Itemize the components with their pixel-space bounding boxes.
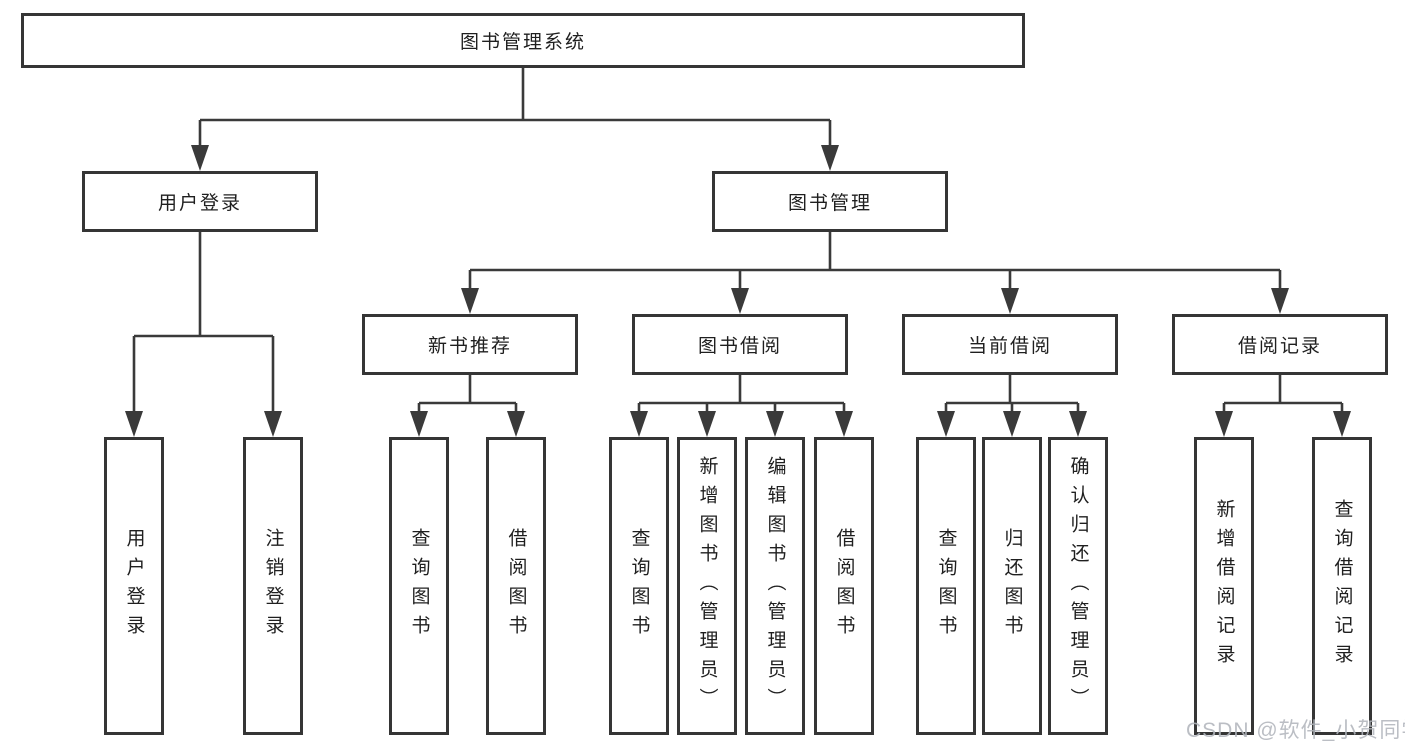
node-book-borrow: 图书借阅	[632, 314, 848, 375]
connector-book-mgmt-to-level3	[461, 232, 1289, 314]
connector-root-to-level2	[191, 68, 839, 171]
leaf-label: 查询图书	[935, 528, 957, 644]
leaf-records-add-record: 新增借阅记录	[1194, 437, 1254, 735]
node-borrow-records: 借阅记录	[1172, 314, 1388, 375]
connector-borrow-records-to-leaves	[1215, 375, 1351, 437]
node-user-login: 用户登录	[82, 171, 318, 232]
leaf-borrow-edit-book-admin: 编辑图书（管理员）	[745, 437, 805, 735]
leaf-label: 借阅图书	[505, 528, 527, 644]
leaf-current-query-book: 查询图书	[916, 437, 976, 735]
leaf-records-query-record: 查询借阅记录	[1312, 437, 1372, 735]
leaf-current-confirm-return-admin: 确认归还（管理员）	[1048, 437, 1108, 735]
leaf-borrow-query-book: 查询图书	[609, 437, 669, 735]
leaf-recommend-query-book: 查询图书	[389, 437, 449, 735]
leaf-label: 新增图书（管理员）	[696, 455, 718, 717]
leaf-label: 新增借阅记录	[1213, 499, 1235, 673]
leaf-borrow-borrow-book: 借阅图书	[814, 437, 874, 735]
connector-new-book-to-leaves	[410, 375, 525, 437]
leaf-label: 归还图书	[1001, 528, 1023, 644]
leaf-label: 查询图书	[408, 528, 430, 644]
connector-current-borrow-to-leaves	[937, 375, 1087, 437]
leaf-label: 查询借阅记录	[1331, 499, 1353, 673]
leaf-label: 用户登录	[123, 528, 145, 644]
node-current-borrow: 当前借阅	[902, 314, 1118, 375]
csdn-watermark: CSDN @软件_小贺同学	[1186, 719, 1405, 742]
leaf-label: 查询图书	[628, 528, 650, 644]
leaf-borrow-add-book-admin: 新增图书（管理员）	[677, 437, 737, 735]
leaf-label: 注销登录	[262, 528, 284, 644]
leaf-recommend-borrow-book: 借阅图书	[486, 437, 546, 735]
node-system-root: 图书管理系统	[21, 13, 1025, 68]
node-book-management: 图书管理	[712, 171, 948, 232]
connector-book-borrow-to-leaves	[630, 375, 853, 437]
connector-user-login-to-leaves	[125, 232, 282, 437]
leaf-label: 确认归还（管理员）	[1067, 455, 1089, 717]
leaf-label: 编辑图书（管理员）	[764, 455, 786, 717]
leaf-label: 借阅图书	[833, 528, 855, 644]
leaf-logout: 注销登录	[243, 437, 303, 735]
leaf-user-login: 用户登录	[104, 437, 164, 735]
leaf-current-return-book: 归还图书	[982, 437, 1042, 735]
node-new-book-recommend: 新书推荐	[362, 314, 578, 375]
